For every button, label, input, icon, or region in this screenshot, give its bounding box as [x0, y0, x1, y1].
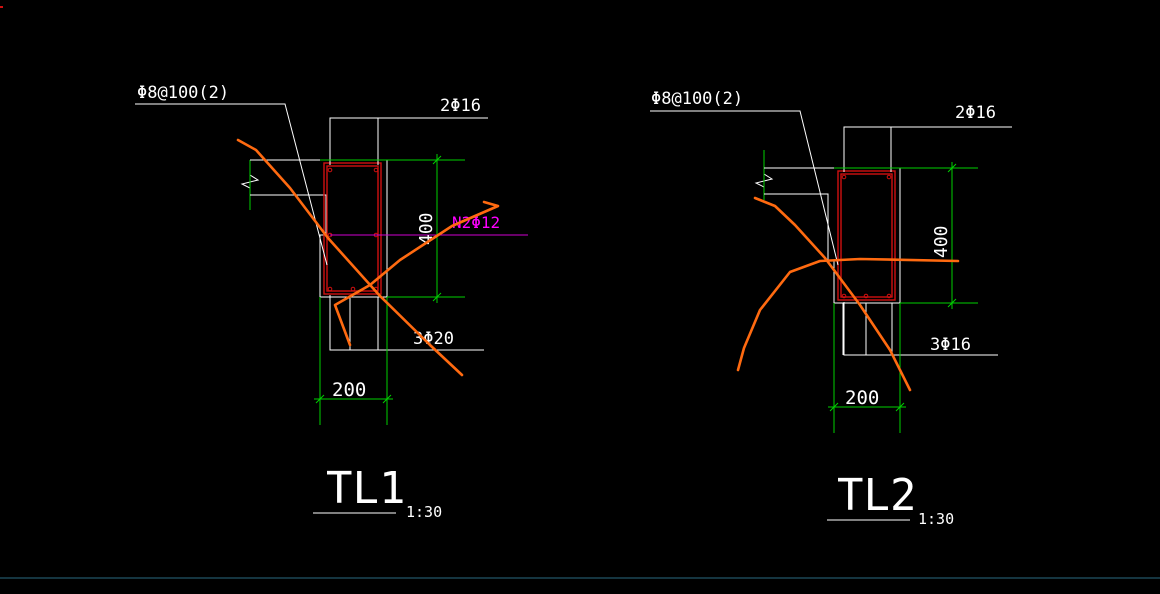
dim-tick-tl2 [947, 298, 957, 308]
dim-tick-tl2 [947, 163, 957, 173]
top-bar-tl2 [886, 174, 892, 180]
top-bar-label-tl1: 2Φ16 [440, 96, 481, 116]
markup-stroke-tl1 [236, 138, 464, 377]
bottom-bar-leader-tl1 [329, 295, 484, 351]
height-dim-label-tl1: 400 [416, 212, 437, 245]
top-bar-tl1 [327, 167, 333, 173]
top-bar-label-tl2: 2Φ16 [955, 103, 996, 123]
height-dim-label-tl2: 400 [931, 225, 952, 258]
top-bar-tl2 [841, 174, 847, 180]
bottom-bar-tl2 [886, 293, 892, 299]
stirrup-label-tl1: Φ8@100(2) [137, 83, 229, 103]
bottom-bar-label-tl2: 3Φ16 [930, 335, 971, 355]
stirrup-label-tl2: Φ8@100(2) [651, 89, 743, 109]
section-tl2: Φ8@100(2) 2Φ16 3Φ16 400 200 TL2 1:30 [650, 89, 1012, 528]
dim-tick-tl1 [315, 394, 325, 404]
dim-tick-tl2 [829, 402, 839, 412]
stirrup-tl2 [837, 170, 896, 301]
stirrup-leader-tl1 [135, 103, 328, 266]
width-dim-label-tl2: 200 [845, 387, 879, 409]
stirrup-inner-tl2 [840, 173, 893, 298]
markup-stroke-tl1 [333, 200, 500, 347]
bottom-bar-tl1 [350, 286, 356, 292]
waist-bar-label-tl1: N2Φ12 [452, 213, 500, 232]
dim-tick-tl2 [895, 402, 905, 412]
section-scale-tl2: 1:30 [918, 510, 954, 528]
width-dim-label-tl1: 200 [332, 379, 366, 401]
markup-stroke-tl2 [753, 196, 912, 392]
section-title-tl2: TL2 [837, 470, 916, 521]
bottom-bar-tl1 [327, 286, 333, 292]
beam-outline-tl1 [250, 159, 388, 298]
stirrup-leader-tl2 [650, 110, 839, 266]
top-bar-leader-tl1 [329, 117, 379, 165]
bottom-bar-tl2 [863, 293, 869, 299]
section-title-tl1: TL1 [326, 463, 405, 514]
top-bar-tl1 [373, 167, 379, 173]
section-scale-tl1: 1:30 [406, 503, 442, 521]
beam-outline-tl2 [764, 167, 901, 304]
bottom-bar-tl2 [841, 293, 847, 299]
dim-tick-tl1 [382, 394, 392, 404]
bottom-bar-leader-tl2 [843, 302, 998, 356]
top-bar-leader-tl2 [843, 126, 892, 172]
dim-tick-tl1 [432, 155, 442, 165]
bottom-bar-label-tl1: 3Φ20 [413, 329, 454, 349]
section-tl1: N2Φ12 Φ8@100(2) 2Φ16 3Φ20 400 200 TL1 1:… [135, 83, 528, 521]
dim-tick-tl1 [432, 292, 442, 302]
markup-stroke-tl2 [736, 257, 960, 372]
